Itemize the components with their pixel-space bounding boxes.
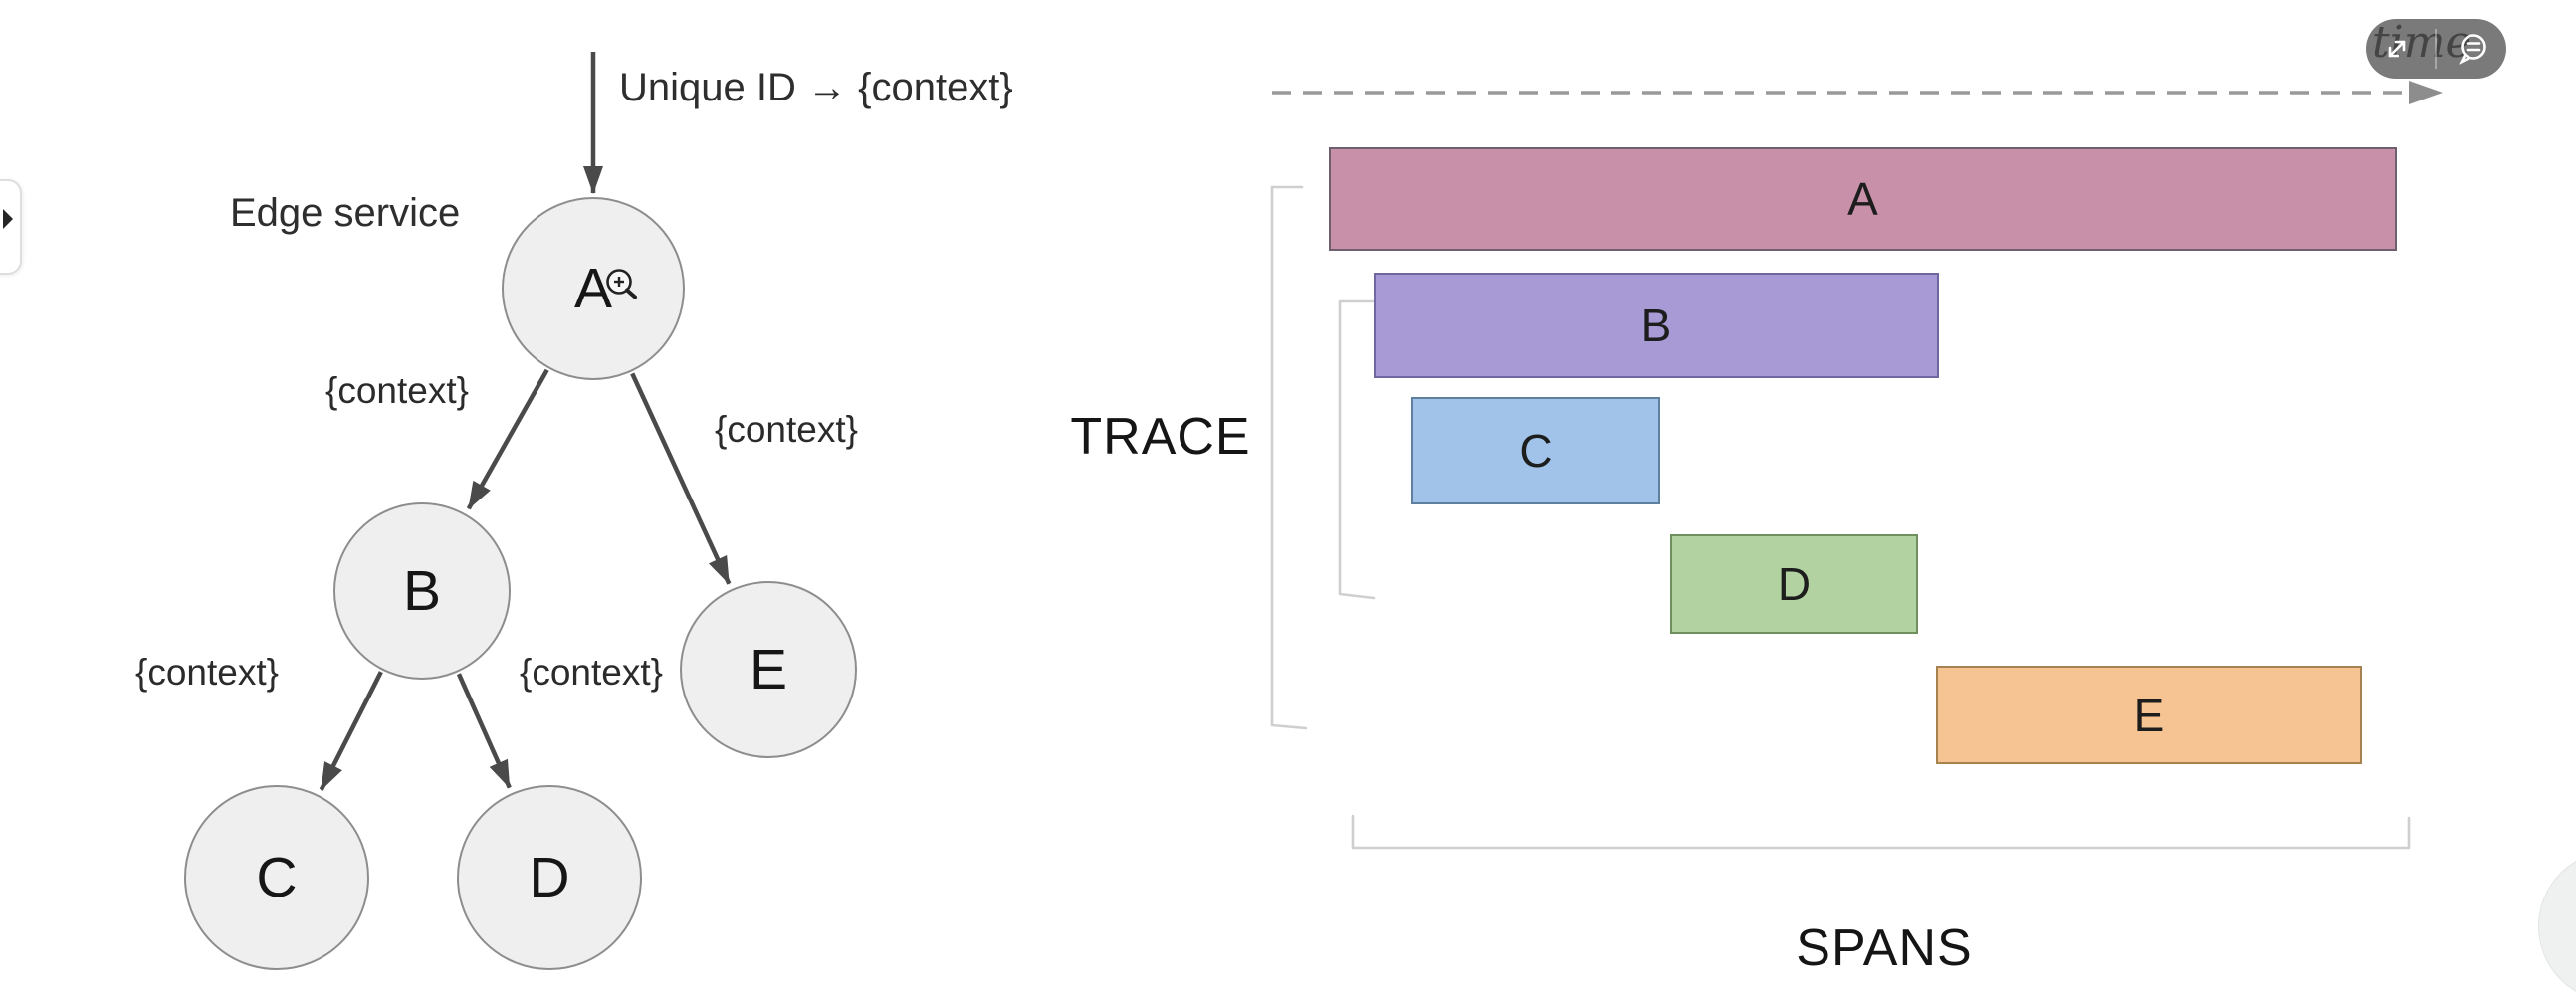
context-label-A-B: {context} (324, 370, 470, 411)
context-label-B-C: {context} (134, 652, 280, 693)
tree-edge-A-B (466, 368, 549, 510)
brackets (1270, 185, 2411, 850)
context-label-B-D: {context} (519, 652, 664, 693)
node-label-A: A (573, 257, 613, 320)
time-axis-label: time (2372, 17, 2471, 68)
node-label-B: B (402, 559, 442, 623)
bracket-trace_inner (1338, 299, 1376, 600)
tree-arrows (319, 52, 732, 791)
span-label-E: E (2133, 689, 2165, 741)
bracket-spans_bottom (1351, 814, 2411, 850)
tree-edge-B-D (456, 673, 512, 789)
span-label-B: B (1640, 299, 1672, 351)
tree-node-E: E (680, 581, 857, 758)
chevron-right-icon (3, 209, 13, 229)
tree-node-C: C (184, 785, 369, 970)
pill-divider (2435, 29, 2437, 69)
zoom-in-cursor-icon (606, 269, 637, 299)
node-label-C: C (256, 846, 298, 909)
comment-icon[interactable] (2455, 30, 2492, 68)
span-bar-C: C (1411, 397, 1660, 504)
span-bar-B: B (1374, 273, 1939, 378)
tree-node-B: B (333, 502, 511, 680)
span-label-A: A (1847, 173, 1878, 225)
incoming-request-label: Unique ID → {context} (619, 66, 1013, 109)
drawer-handle-button[interactable] (0, 179, 22, 275)
node-label-D: D (529, 846, 570, 909)
bracket-trace_outer (1270, 185, 1308, 730)
span-bar-A: A (1329, 147, 2397, 251)
tree-edge-B-C (319, 671, 383, 791)
node-label-E: E (749, 638, 788, 701)
expand-icon[interactable] (2380, 32, 2414, 66)
edge-service-label: Edge service (230, 191, 461, 235)
tree-node-D: D (457, 785, 642, 970)
span-bar-D: D (1670, 534, 1918, 634)
trace-label: TRACE (1070, 408, 1251, 466)
context-label-A-E: {context} (714, 409, 859, 450)
spans-label: SPANS (1796, 919, 1973, 977)
span-bar-E: E (1936, 666, 2362, 764)
tree-edge-A-E (630, 372, 732, 585)
tree-node-A: A (502, 197, 685, 380)
span-label-C: C (1519, 425, 1553, 477)
span-label-D: D (1777, 558, 1812, 610)
